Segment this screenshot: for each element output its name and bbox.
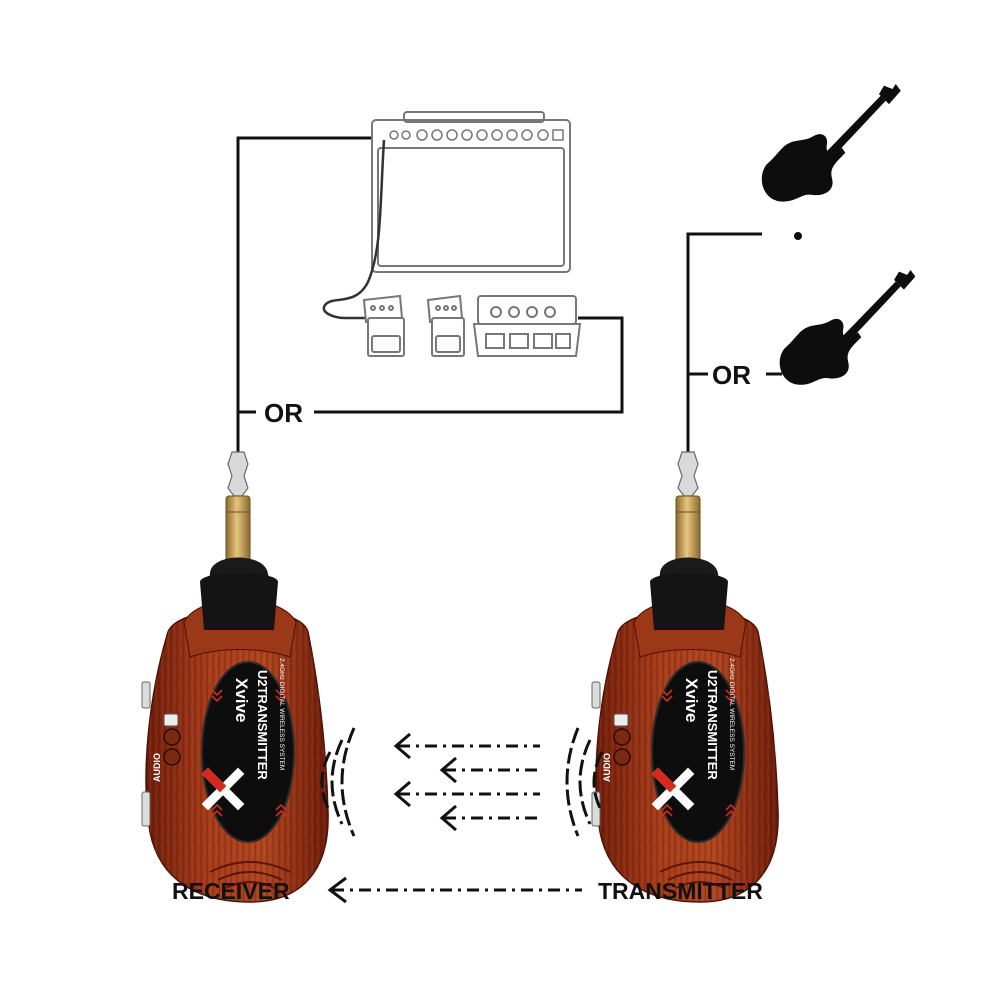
connection-lines	[236, 136, 782, 452]
pedalboard-cable-line	[238, 316, 624, 414]
electric-guitar-icon	[761, 84, 901, 202]
transmitter-device: Xvive U2TRANSMITTER 2.4GHz DIGITAL WIREL…	[592, 452, 778, 902]
receiver-brand-label: Xvive	[232, 678, 251, 722]
receiver-subtitle-label: 2.4GHz DIGITAL WIRELESS SYSTEM	[278, 658, 285, 770]
receiver-label: RECEIVER	[172, 878, 290, 904]
arrow-left-icon	[439, 756, 540, 784]
arrow-left-icon	[393, 780, 540, 808]
wireless-signal-icon	[320, 727, 356, 837]
transmitter-model-label: U2TRANSMITTER	[705, 670, 720, 780]
effects-pedal-icon	[362, 294, 405, 357]
arrow-left-icon	[439, 804, 540, 832]
amp-cable-line	[236, 136, 372, 452]
bass-guitar-icon	[779, 270, 916, 385]
transmitter-subtitle-label: 2.4GHz DIGITAL WIRELESS SYSTEM	[728, 658, 735, 770]
guitar-cable-line	[686, 232, 762, 452]
or-label-right: OR	[712, 360, 751, 390]
receiver-model-label: U2TRANSMITTER	[255, 670, 270, 780]
effects-pedal-icon	[426, 294, 465, 357]
guitar-amp-icon	[322, 111, 571, 320]
transmitter-brand-label: Xvive	[682, 678, 701, 722]
or-label-left: OR	[264, 398, 303, 428]
multi-effects-unit-icon	[472, 295, 582, 357]
arrow-left-icon	[393, 732, 540, 760]
arrow-left-icon	[327, 876, 582, 904]
transmitter-audio-label: AUDIO	[602, 753, 612, 782]
receiver-device: Xvive U2TRANSMITTER 2.4GHz DIGITAL WIREL…	[142, 452, 328, 902]
transmitter-label: TRANSMITTER	[598, 878, 763, 904]
receiver-audio-label: AUDIO	[152, 753, 162, 782]
signal-arrows	[327, 732, 582, 904]
wireless-signal-icon	[565, 727, 604, 837]
